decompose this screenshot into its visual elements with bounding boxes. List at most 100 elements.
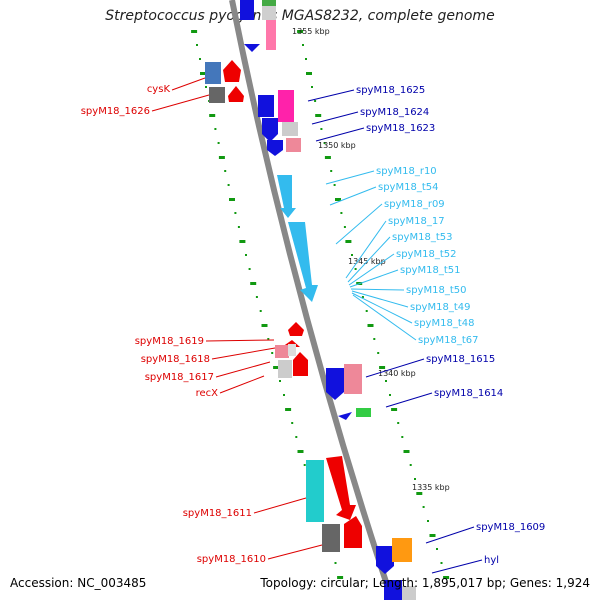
tick-mark [271, 352, 274, 354]
gene-arrow[interactable] [266, 20, 276, 50]
tick-mark [409, 464, 412, 466]
tick-mark [379, 366, 386, 369]
gene-arrow[interactable] [228, 86, 244, 102]
gene-label[interactable]: spyM18_t67 [418, 335, 478, 346]
gene-block[interactable] [278, 90, 294, 122]
gene-label[interactable]: recX [196, 388, 219, 399]
tick-mark [401, 436, 404, 438]
gene-label[interactable]: spyM18_1610 [197, 554, 266, 565]
gene-block[interactable] [322, 524, 340, 552]
tick-mark [279, 380, 281, 382]
gene-label[interactable]: spyM18_t51 [400, 265, 460, 276]
gene-arrow[interactable] [344, 516, 362, 548]
gene-label[interactable]: spyM18_1623 [366, 123, 435, 134]
tick-mark [227, 184, 230, 186]
gene-label[interactable]: spyM18_1614 [434, 388, 503, 399]
gene-block[interactable] [392, 538, 412, 562]
tick-mark [295, 436, 298, 438]
gene-arrow[interactable] [326, 368, 344, 400]
gene-block[interactable] [356, 408, 371, 417]
tick-mark [224, 170, 227, 172]
gene-label[interactable]: spyM18_t48 [414, 318, 474, 329]
gene-label[interactable]: spyM18_t53 [392, 232, 452, 243]
tick-mark [191, 30, 198, 33]
gene-arrow[interactable] [326, 456, 356, 520]
rrna-arrow[interactable] [277, 175, 296, 218]
gene-arrow[interactable] [244, 44, 260, 52]
tick-mark [429, 534, 436, 537]
tick-mark [323, 142, 326, 144]
tick-mark [297, 450, 304, 453]
gene-arrow[interactable] [223, 60, 241, 82]
gene-label[interactable]: spyM18_t54 [378, 182, 438, 193]
gene-block[interactable] [258, 95, 274, 117]
gene-label[interactable]: spyM18_1619 [135, 336, 204, 347]
tick-mark [422, 506, 425, 508]
tick-mark [324, 156, 331, 159]
tick-mark [311, 86, 313, 88]
tick-mark [373, 338, 376, 340]
tick-mark [297, 30, 304, 33]
gene-label[interactable]: spyM18_r09 [384, 199, 445, 210]
gene-block[interactable] [384, 580, 402, 600]
tick-mark [291, 422, 294, 424]
tick-mark [365, 310, 368, 312]
right-gene-labels: spyM18_1625 spyM18_1624 spyM18_1623 spyM… [356, 85, 545, 566]
gene-label[interactable]: spyM18_1625 [356, 85, 425, 96]
gene-label[interactable]: spyM18_t49 [410, 302, 470, 313]
tick-mark [403, 450, 410, 453]
gene-block[interactable] [278, 360, 292, 378]
gene-block[interactable] [288, 344, 296, 356]
tick-mark [259, 310, 262, 312]
tick-mark [377, 352, 380, 354]
tick-mark [440, 562, 443, 564]
gene-block[interactable] [240, 0, 254, 20]
gene-block[interactable] [209, 87, 225, 103]
tick-mark [343, 226, 346, 228]
gene-block[interactable] [306, 460, 324, 522]
gene-arrow[interactable] [262, 118, 278, 142]
tick-mark [335, 198, 341, 201]
gene-block[interactable] [262, 0, 276, 6]
gene-block[interactable] [402, 586, 416, 600]
gene-label[interactable]: spyM18_t50 [406, 285, 466, 296]
rrna-arrow[interactable] [288, 222, 318, 302]
gene-block[interactable] [282, 122, 298, 136]
gene-label[interactable]: spyM18_1618 [141, 354, 210, 365]
topology-text: Topology: circular; Length: 1,895,017 bp… [260, 576, 590, 590]
gene-label[interactable]: spyM18_r10 [376, 166, 437, 177]
tick-mark [302, 44, 304, 46]
tick-mark [285, 408, 292, 411]
gene-label[interactable]: spyM18_1626 [81, 106, 150, 117]
tick-mark [330, 170, 333, 172]
tick-mark [229, 198, 235, 201]
gene-block[interactable] [205, 62, 221, 84]
gene-label[interactable]: cysK [147, 84, 171, 95]
tick-mark [199, 58, 201, 60]
tick-mark [389, 394, 391, 396]
gene-block[interactable] [275, 345, 289, 358]
gene-label[interactable]: spyM18_1617 [145, 372, 214, 383]
gene-arrow[interactable] [376, 546, 394, 574]
ruler-tick-label: 1340 kbp [378, 369, 416, 378]
tick-mark [267, 338, 270, 340]
gene-block[interactable] [286, 138, 301, 152]
tick-mark [414, 478, 416, 480]
gene-label[interactable]: spyM18_1609 [476, 522, 545, 533]
gene-label[interactable]: spyM18_t52 [396, 249, 456, 260]
gene-label[interactable]: spyM18_1611 [183, 508, 252, 519]
gene-arrow[interactable] [293, 352, 308, 376]
gene-label[interactable]: spyM18_17 [388, 216, 445, 227]
gene-label[interactable]: hyl [484, 555, 499, 566]
tick-mark [427, 520, 429, 522]
tick-mark [248, 268, 251, 270]
tick-mark [218, 156, 225, 159]
tick-mark [345, 240, 352, 243]
gene-arrow[interactable] [338, 412, 352, 420]
gene-label[interactable]: spyM18_1615 [426, 354, 495, 365]
gene-label[interactable]: spyM18_1624 [360, 107, 429, 118]
gene-block[interactable] [344, 364, 362, 394]
gene-arrow[interactable] [288, 322, 304, 336]
gene-arrow[interactable] [267, 140, 283, 156]
